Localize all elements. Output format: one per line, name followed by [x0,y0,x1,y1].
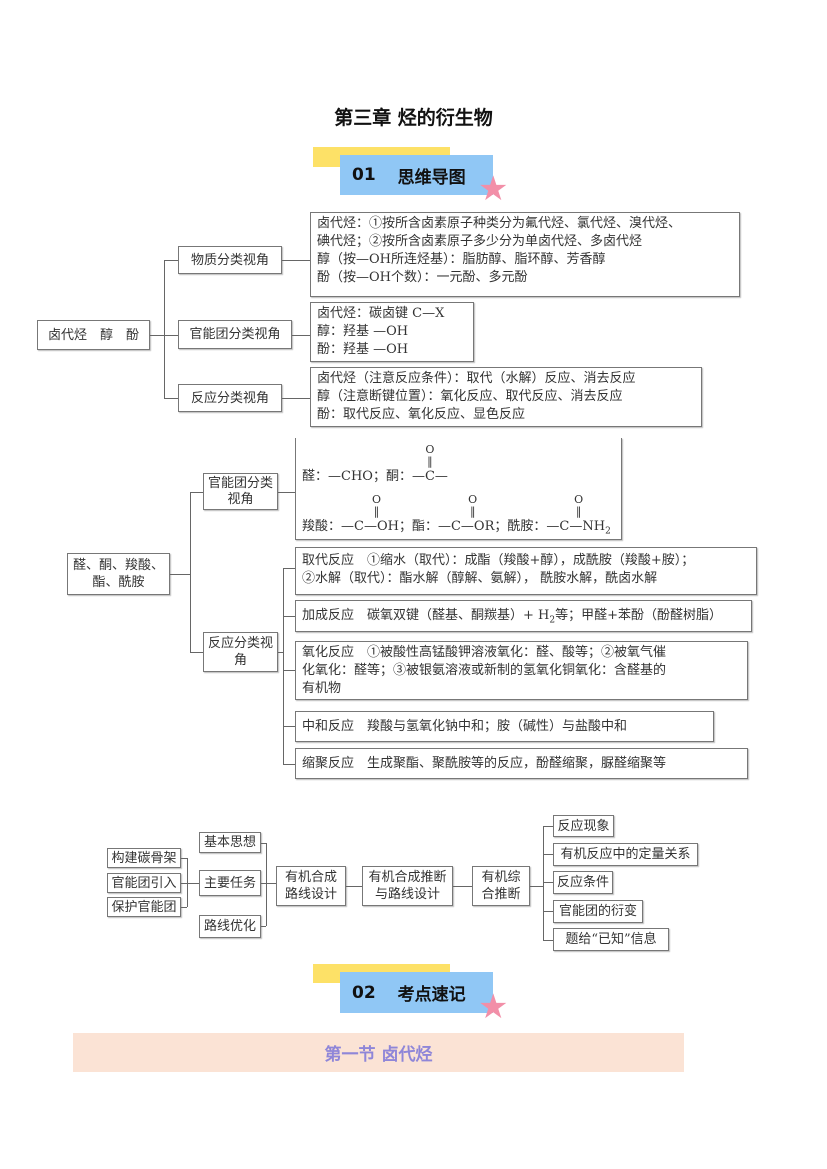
basic-idea: 基本思想 [199,832,261,853]
route-optimization: 路线优化 [199,915,261,938]
detail-line: 碘代烃；②按所含卤素原子多少分为单卤代烃、多卤代烃 [317,234,643,249]
fg-text: 羧酸： [302,519,342,534]
reaction-line: 缩聚反应 生成聚酯、聚酰胺等的反应，酚醛缩聚，脲醛缩聚等 [302,756,667,771]
detail-line: 卤代烃（注意反应条件）：取代（水解）反应、消去反应 [317,371,636,386]
ketone-formula: —C— [411,469,448,484]
reaction-neutralization: 中和反应 羧酸与氢氧化钠中和；胺（碱性）与盐酸中和 [295,711,714,742]
oxygen: O [425,443,435,456]
star-icon: ★ [478,169,509,209]
badge-label: 考点速记 [397,985,466,1005]
subscript: 2 [549,615,556,626]
branch-substance-classification: 物质分类视角 [178,246,282,274]
amide-structure: O‖—C—NH2 [546,493,610,537]
reaction-polycondensation: 缩聚反应 生成聚酯、聚酰胺等的反应，酚醛缩聚，脲醛缩聚等 [295,748,748,779]
clue-given-info: 题给“已知”信息 [553,928,669,951]
branch-reaction: 反应分类视角 [178,384,282,412]
task-carbon-skeleton: 构建碳骨架 [107,848,181,868]
oxygen: O [371,493,381,506]
star-icon: ★ [478,987,509,1027]
detail-line: 酚：取代反应、氧化反应、显色反应 [317,407,526,422]
acid-formula: —C—OH； [341,519,412,534]
subscript: 2 [605,526,611,537]
double-bond-icon: ‖ [575,506,582,518]
reaction-line: 氧化反应 ①被酸性高锰酸钾溶液氧化：醛、酸等；②被氧气催 [302,645,667,660]
comprehensive-inference: 有机综合推断 [472,866,530,906]
chapter-title: 第三章 烃的衍生物 [334,107,493,129]
fg-text: 酯： [411,519,438,534]
fg-text: 醛：—CHO；酮： [302,469,412,484]
functional-group-structures: 醛：—CHO；酮： O‖—C— 羧酸： O‖—C—OH； 酯： O‖—C—OR；… [295,438,622,540]
reaction-line: 有机物 [302,681,342,696]
section-badge-keypoints: 02 考点速记 [340,972,493,1013]
detail-line: 醇（按—OH所连烃基）：脂肪醇、脂环醇、芳香醇 [317,252,606,267]
clue-group-evolution: 官能团的衍变 [553,900,643,923]
map1-root: 卤代烃 醇 酚 [37,320,150,350]
badge-number: 02 [352,982,376,1003]
fg-line2: 羧酸： O‖—C—OH； 酯： O‖—C—OR； 酰胺： O‖—C—NH2 [302,493,615,537]
synthesis-route-design: 有机合成路线设计 [276,866,346,906]
section-badge-mindmap: 01 思维导图 [340,155,493,195]
detail-line: 醇（注意断键位置）：氧化反应、取代反应、消去反应 [317,389,623,404]
section-heading: 第一节 卤代烃 [73,1033,684,1072]
fg-text: 酰胺： [507,519,547,534]
branch-reaction-2: 反应分类视角 [203,632,278,672]
badge-label: 思维导图 [397,167,466,188]
clue-quantitative: 有机反应中的定量关系 [553,843,698,866]
double-bond-icon: ‖ [373,506,380,518]
branch-functional-group-2: 官能团分类视角 [203,473,278,510]
detail-functional-group: 卤代烃：碳卤键 C—X 醇：羟基 —OH 酚：羟基 —OH [310,302,474,362]
oxygen: O [468,493,478,506]
clue-phenomenon: 反应现象 [553,815,614,837]
reaction-line: ②水解（取代）：酯水解（醇解、氨解）， 酰胺水解，酰卤水解 [302,571,658,586]
reaction-line: 取代反应 ①缩水（取代）：成酯（羧酸+醇），成酰胺（羧酸+胺）； [302,553,695,568]
clue-conditions: 反应条件 [553,871,613,894]
synthesis-inference-design: 有机合成推断与路线设计 [362,866,453,906]
amide-formula-wrap: —C—NH2 [546,518,610,536]
detail-line: 醇：羟基 —OH [317,324,409,339]
map2-root: 醛、酮、羧酸、酯、酰胺 [67,553,170,595]
amide-formula: —C—NH [546,519,606,534]
detail-line: 酚（按—OH个数）：一元酚、多元酚 [317,270,528,285]
reaction-line: 化氧化：醛等；③被银氨溶液或新制的氢氧化铜氧化：含醛基的 [302,663,667,678]
double-bond-icon: ‖ [427,456,433,468]
badge-number: 01 [352,165,376,185]
acid-structure: O‖—C—OH； [341,494,412,536]
reaction-substitution: 取代反应 ①缩水（取代）：成酯（羧酸+醇），成酰胺（羧酸+胺）； ②水解（取代）：… [295,547,757,595]
detail-substance: 卤代烃：①按所含卤素原子种类分为氟代烃、氯代烃、溴代烃、碘代烃；②按所含卤素原子… [310,212,740,297]
reaction-text: 加成反应 碳氧双键（醛基、酮羰基）+ H [302,608,550,623]
oxygen: O [574,493,584,506]
detail-reaction: 卤代烃（注意反应条件）：取代（水解）反应、消去反应醇（注意断键位置）：氧化反应、… [310,367,702,427]
reaction-oxidation: 氧化反应 ①被酸性高锰酸钾溶液氧化：醛、酸等；②被氧气催化氧化：醛等；③被银氨溶… [295,641,748,700]
ester-structure: O‖—C—OR； [438,494,507,536]
ester-formula: —C—OR； [437,519,508,534]
ketone-structure: O‖—C— [412,444,448,486]
task-protect-group: 保护官能团 [107,897,181,917]
main-task: 主要任务 [199,870,261,896]
reaction-addition: 加成反应 碳氧双键（醛基、酮羰基）+ H2等；甲醛+苯酚（酚醛树脂） [295,600,752,632]
fg-line1: 醛：—CHO；酮： O‖—C— [302,444,615,486]
reaction-text: 等；甲醛+苯酚（酚醛树脂） [555,608,723,623]
task-introduce-group: 官能团引入 [107,873,181,893]
detail-line: 酚：羟基 —OH [317,342,409,357]
reaction-line: 中和反应 羧酸与氢氧化钠中和；胺（碱性）与盐酸中和 [302,719,628,734]
detail-line: 卤代烃：①按所含卤素原子种类分为氟代烃、氯代烃、溴代烃、 [317,216,682,231]
double-bond-icon: ‖ [469,506,476,518]
branch-functional-group: 官能团分类视角 [178,320,292,349]
detail-line: 卤代烃：碳卤键 C—X [317,306,445,321]
